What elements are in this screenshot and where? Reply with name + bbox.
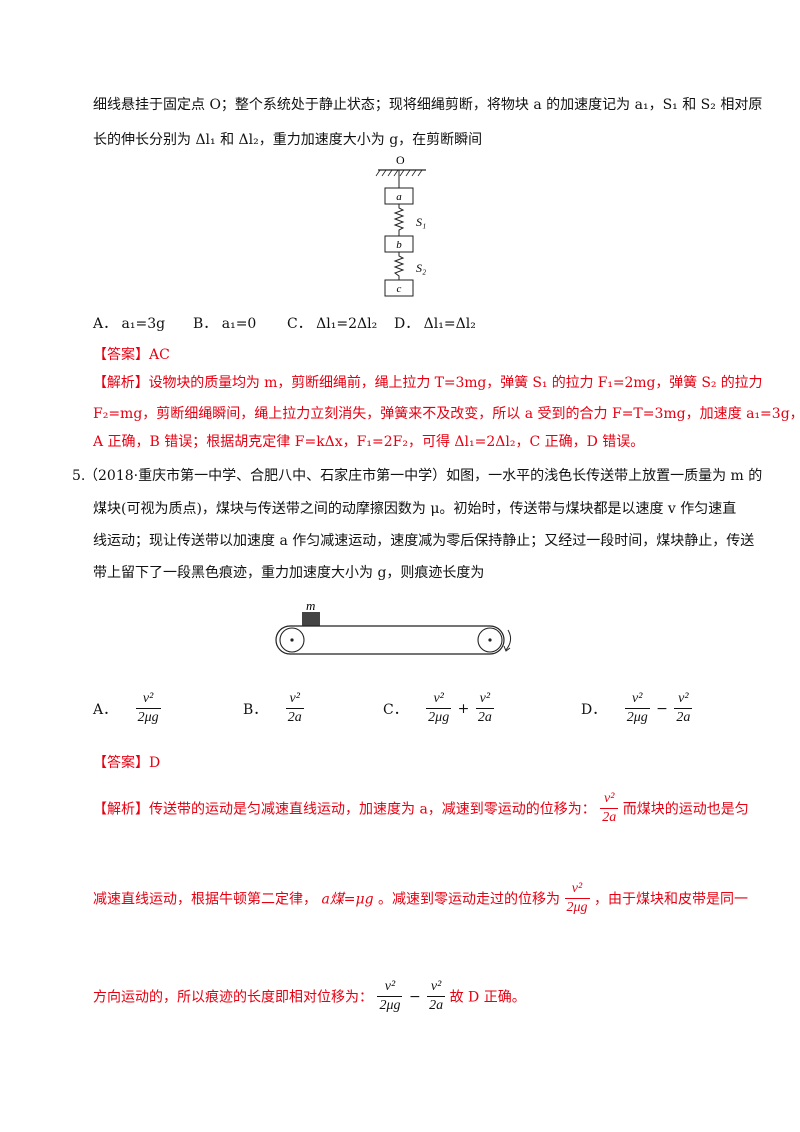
intro-line-2: 长的伸长分别为 Δl₁ 和 Δl₂，重力加速度大小为 g，在剪断瞬间 <box>93 132 483 148</box>
intro-line-1: 细线悬挂于固定点 O；整个系统处于静止状态；现将细绳剪断，将物块 a 的加速度记… <box>93 97 763 113</box>
spring-s2 <box>393 252 405 280</box>
hanging-blocks-figure: O a S₁ b S₂ c <box>375 153 426 297</box>
q5-answer: 【答案】D <box>93 755 161 771</box>
q4-analysis-line-3: A 正确，B 错误；根据胡克定律 F=kΔx，F₁=2F₂，可得 Δl₁=2Δl… <box>93 434 645 450</box>
q4-answer: 【答案】AC <box>93 347 170 363</box>
svg-text:c: c <box>397 283 402 295</box>
q5-stem-line-2: 煤块(可视为质点)，煤块与传送带之间的动摩擦因数为 μ。初始时，传送带与煤块都是… <box>93 501 737 517</box>
coal-block <box>302 612 320 626</box>
q4-option-b: B． a₁=0 <box>193 316 257 332</box>
svg-text:a: a <box>396 191 402 203</box>
q5-number: 5. <box>72 468 86 484</box>
q4-analysis-line-2: F₂=mg，剪断细绳瞬间，绳上拉力立刻消失，弹簧来不及改变，所以 a 受到的合力… <box>93 406 800 422</box>
svg-text:S₂: S₂ <box>416 261 426 275</box>
svg-text:b: b <box>396 239 402 251</box>
svg-text:S₁: S₁ <box>416 215 426 229</box>
q4-option-d: D． Δl₁=Δl₂ <box>394 316 476 332</box>
coal-block-label: m <box>306 598 315 613</box>
fixed-point-label: O <box>396 153 405 167</box>
rotation-arrow-icon <box>503 645 511 652</box>
q5-stem-line-1: （2018·重庆市第一中学、合肥八中、石家庄市第一中学）如图，一水平的浅色长传送… <box>84 468 763 484</box>
block-c <box>384 279 414 297</box>
q4-option-c: C． Δl₁=2Δl₂ <box>287 316 378 332</box>
q4-option-a: A． a₁=3g <box>93 316 166 332</box>
spring-s1 <box>393 204 405 236</box>
q5-stem-line-3: 线运动；现让传送带以加速度 a 作匀减速运动，速度减为零后保持静止；又经过一段时… <box>93 533 755 549</box>
q4-analysis-line-1: 【解析】设物块的质量均为 m，剪断细绳前，绳上拉力 T=3mg，弹簧 S₁ 的拉… <box>93 375 763 391</box>
q5-stem-line-4: 带上留下了一段黑色痕迹，重力加速度大小为 g，则痕迹长度为 <box>93 565 485 581</box>
q5-analysis-para-1: 【解析】传送带的运动是匀减速直线运动，加速度为 a，减速到零运动的位移为： v²… <box>93 791 749 825</box>
conveyor-belt-figure: m <box>275 598 512 655</box>
left-pulley <box>279 627 305 653</box>
right-pulley <box>477 627 503 653</box>
